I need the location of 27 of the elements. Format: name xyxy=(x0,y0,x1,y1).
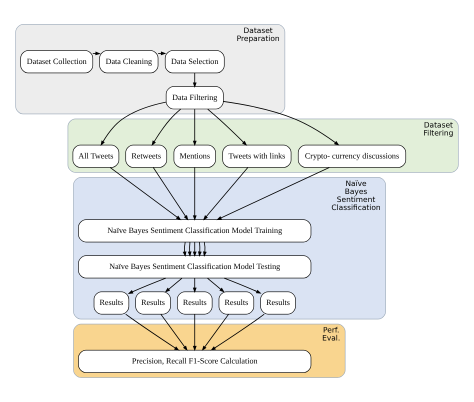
arrow xyxy=(92,52,101,56)
arrow xyxy=(192,242,197,257)
arrow xyxy=(100,102,166,146)
arrow xyxy=(128,278,166,294)
arrow xyxy=(192,278,197,293)
arrow xyxy=(192,314,197,352)
arrow xyxy=(207,108,248,146)
arrow xyxy=(110,167,182,220)
arrow xyxy=(160,314,188,352)
arrow xyxy=(216,167,330,220)
arrow xyxy=(152,167,188,221)
arrow xyxy=(192,72,197,88)
arrow xyxy=(192,167,197,221)
arrow xyxy=(202,167,248,220)
arrow xyxy=(158,51,166,56)
arrow xyxy=(210,314,265,351)
arrow xyxy=(192,108,197,146)
arrow xyxy=(207,278,225,293)
arrow xyxy=(202,314,229,352)
arrow xyxy=(188,242,192,257)
arrow xyxy=(182,242,186,257)
arrow xyxy=(152,108,182,146)
arrow xyxy=(198,242,202,257)
arrow xyxy=(164,278,182,293)
arrow xyxy=(203,242,207,257)
arrow xyxy=(224,278,262,294)
arrow xyxy=(222,101,340,146)
